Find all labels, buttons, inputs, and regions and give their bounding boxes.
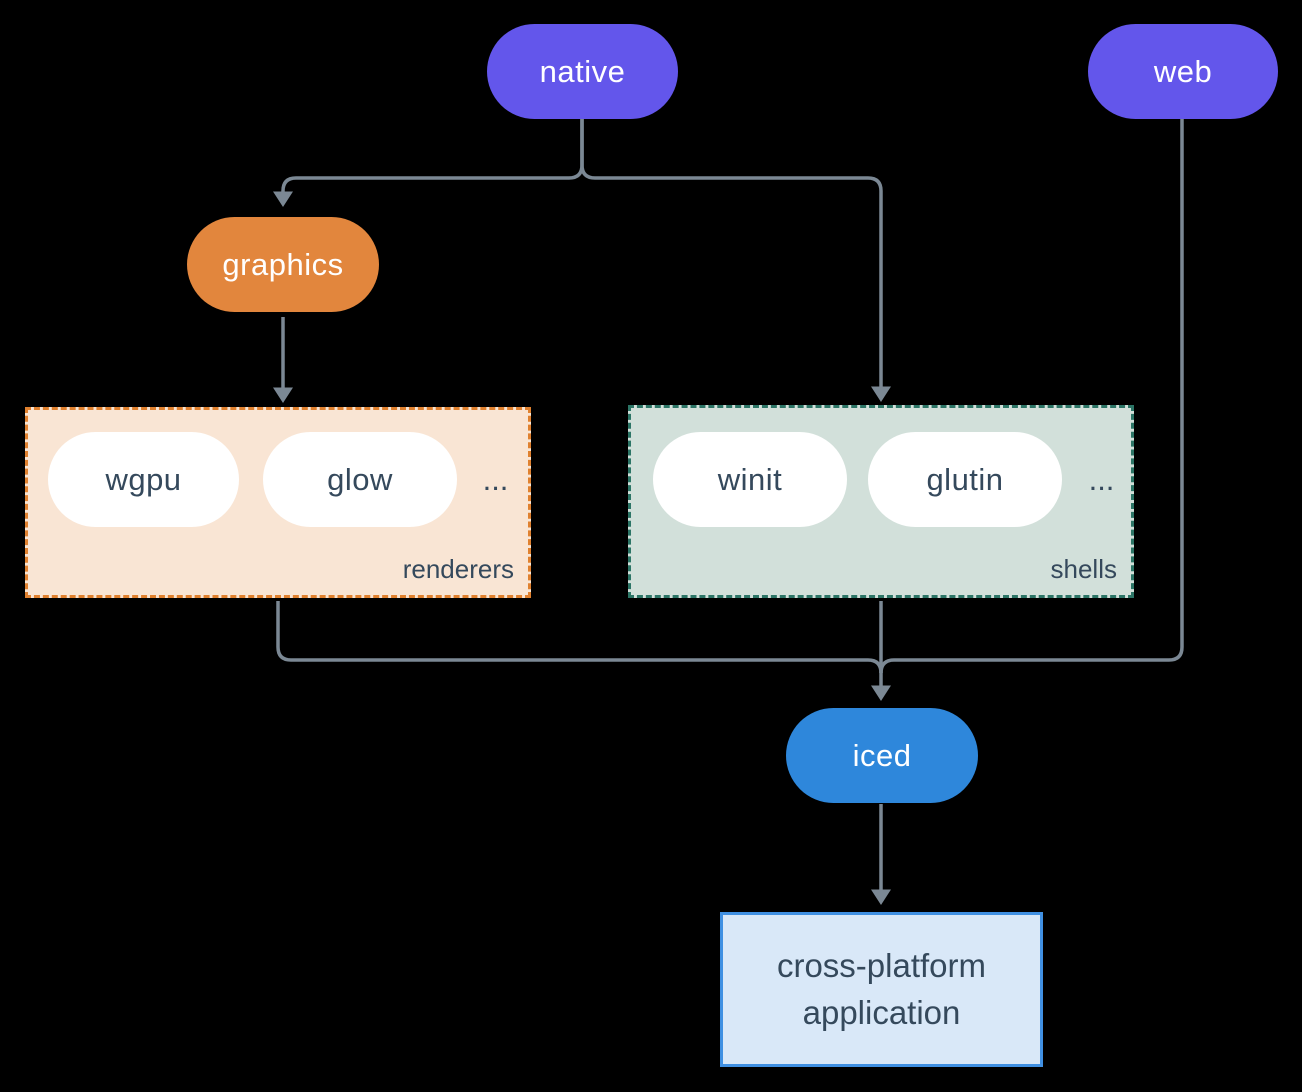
- pill-glutin: glutin: [868, 432, 1062, 527]
- arrowhead-app: [871, 889, 891, 905]
- pill-glow: glow: [263, 432, 457, 527]
- group-renderers: wgpu glow ... renderers: [25, 407, 531, 598]
- node-graphics: graphics: [187, 217, 379, 312]
- renderers-group-label: renderers: [402, 554, 514, 584]
- connector-native-to-graphics: [281, 119, 584, 193]
- node-web-label: web: [1153, 53, 1213, 89]
- node-iced-label: iced: [852, 737, 912, 773]
- pill-glutin-label: glutin: [926, 461, 1004, 497]
- renderers-ellipsis: ...: [482, 461, 509, 497]
- node-iced: iced: [786, 708, 978, 803]
- pill-winit-label: winit: [717, 461, 783, 497]
- shells-group-label: shells: [1050, 554, 1117, 584]
- arrowhead-renderers: [273, 387, 293, 403]
- cross-platform-application-box: cross-platform application: [720, 912, 1043, 1067]
- pill-glow-label: glow: [327, 461, 393, 497]
- node-native-label: native: [539, 53, 626, 89]
- node-graphics-label: graphics: [222, 246, 344, 282]
- pill-winit: winit: [653, 432, 847, 527]
- connector-renderers-to-merge: [276, 601, 883, 674]
- arrowhead-iced: [871, 685, 891, 701]
- group-shells: winit glutin ... shells: [628, 405, 1134, 598]
- shells-ellipsis: ...: [1088, 461, 1115, 497]
- pill-wgpu: wgpu: [48, 432, 239, 527]
- node-native: native: [487, 24, 678, 119]
- app-label-line1: cross-platform: [776, 946, 987, 984]
- app-label-line2: application: [802, 993, 961, 1031]
- connector-native-to-shells: [580, 119, 883, 388]
- pill-wgpu-label: wgpu: [105, 461, 182, 497]
- arrowhead-graphics: [273, 191, 293, 207]
- node-web: web: [1088, 24, 1278, 119]
- arrowhead-shells: [871, 386, 891, 402]
